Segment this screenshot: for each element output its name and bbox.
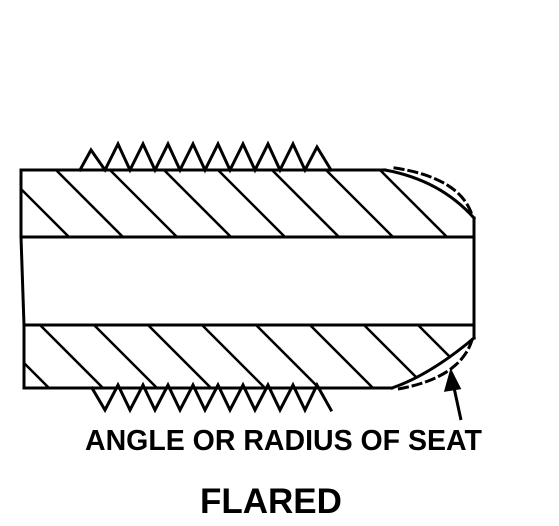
callout-label: ANGLE OR RADIUS OF SEAT xyxy=(85,425,482,457)
upper-thread-profile xyxy=(77,140,334,174)
lower-seat-chamfer xyxy=(390,335,477,390)
upper-wall-hatching xyxy=(21,170,448,237)
figure-title: FLARED xyxy=(200,482,342,521)
lower-wall-hatching xyxy=(24,325,474,388)
left-end-bore xyxy=(19,235,26,327)
lower-thread-profile xyxy=(89,381,334,414)
upper-seat-radius-dashed xyxy=(393,166,474,217)
leader-arrow xyxy=(443,367,463,421)
upper-seat-chamfer xyxy=(383,168,477,221)
lower-seat-radius-dashed xyxy=(396,338,474,391)
